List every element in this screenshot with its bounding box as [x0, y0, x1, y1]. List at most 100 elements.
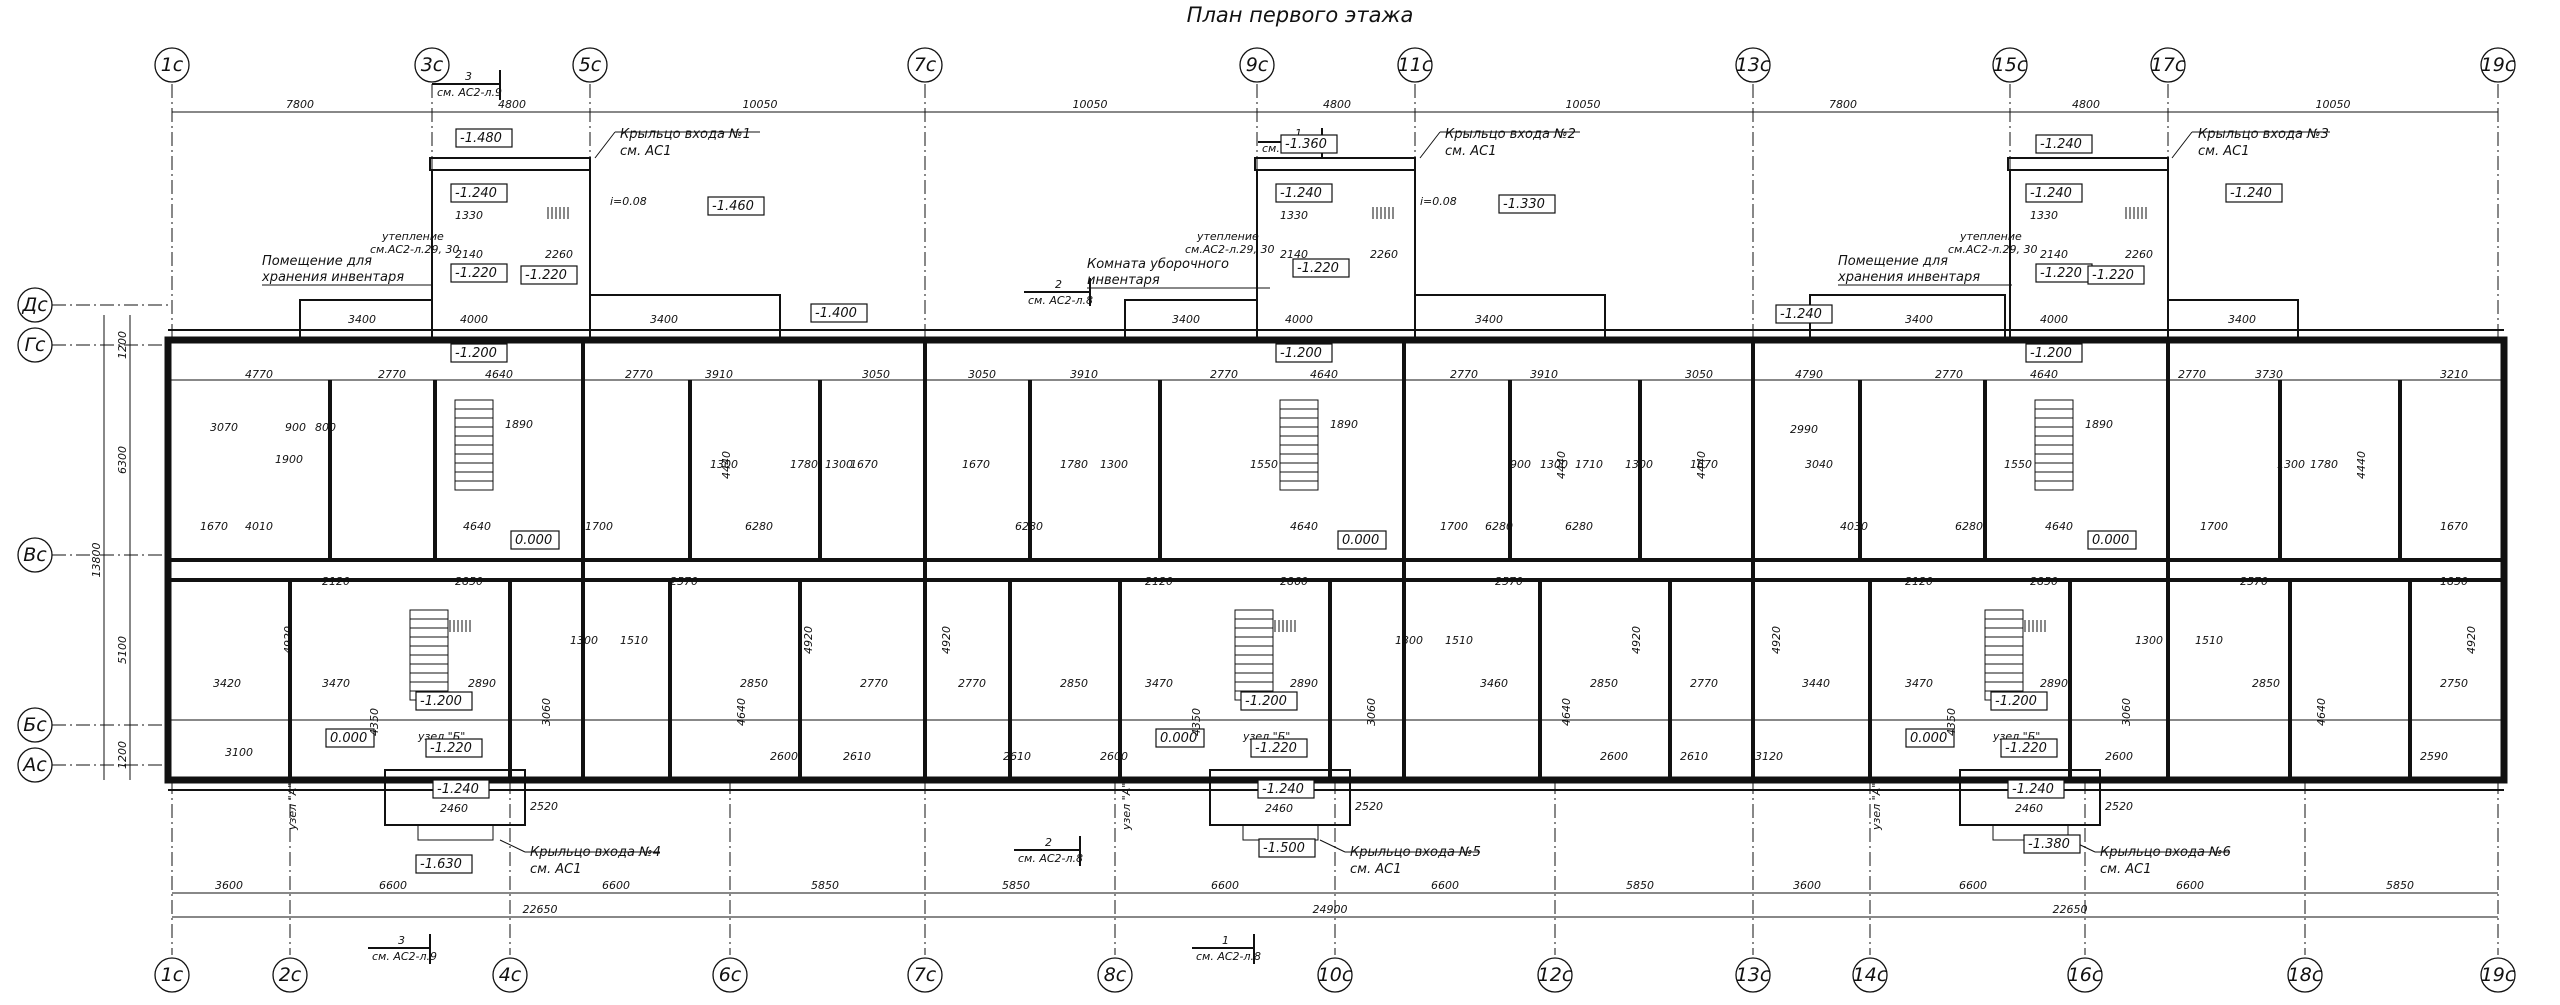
axis-top-2: 5с [579, 54, 602, 76]
room-dim-a13: 3440 [1802, 677, 1830, 690]
room-dim-c1: 6280 [745, 520, 773, 533]
axis-left-1: Гс [24, 334, 46, 356]
room-dim-s6: 2610 [1680, 750, 1708, 763]
room-dim-r12: 3910 [1530, 368, 1558, 381]
room-dim-r8: 3910 [1070, 368, 1098, 381]
axis-bottom-6: 10с [1318, 964, 1353, 986]
room-dim-x10: 1780 [1060, 458, 1088, 471]
room-dim-p5: 3400 [1905, 313, 1933, 326]
room-dim-r7: 3050 [968, 368, 996, 381]
note-node-a-2: узел "А" [1120, 783, 1133, 831]
axis-top-5: 11с [1398, 54, 1433, 76]
room-dim-x19: 3040 [1805, 458, 1833, 471]
room-dim-x35: 1300 [2135, 634, 2163, 647]
room-dim-r19: 3210 [2440, 368, 2468, 381]
level-b1d: -1.630 [420, 857, 462, 872]
room-dim-r13: 3050 [1685, 368, 1713, 381]
room-dim-s10: 2520 [530, 800, 558, 813]
room-dim-r14: 4790 [1795, 368, 1823, 381]
level-marks: -1.480-1.240-1.460-1.220-1.220-1.200-1.3… [325, 128, 2283, 874]
note-insul-3a: утепление [1959, 230, 2022, 243]
room-dim-x44: 1670 [200, 520, 228, 533]
axis-left-3: Бс [23, 714, 47, 736]
note-insul-3b: см.АС2-л.29, 30 [1948, 243, 2038, 256]
axis-bottom-4: 7с [914, 964, 937, 986]
dim-bot-total-3: 22650 [2053, 903, 2088, 916]
level-p1_hall2: -1.220 [525, 268, 567, 283]
room-dim-x39: 3060 [2120, 698, 2133, 726]
room-dim-u8: 2850 [2030, 575, 2058, 588]
level-zero5: 0.000 [1910, 731, 1947, 746]
room-dim-h1: 4440 [720, 451, 733, 479]
level-p2_in: -1.240 [1280, 186, 1322, 201]
level-b3d: -1.380 [2028, 837, 2070, 852]
dim-left-3: 5100 [116, 636, 129, 664]
note-storage-3a: Помещение для [1838, 254, 1948, 269]
dim-bot-11: 6600 [2176, 879, 2204, 892]
room-dim-x33: 1300 [1395, 634, 1423, 647]
room-dim-x12: 1550 [1250, 458, 1278, 471]
porch-callouts: Крыльцо входа №1 см. АС1 Крыльцо входа №… [499, 127, 2330, 877]
room-dim-x26: 6280 [1485, 520, 1513, 533]
section-references: 3 см. АС2-л.9 1 см. АС2-л.8 2 см. АС2-л.… [368, 70, 1327, 964]
room-dim-r3: 4640 [485, 368, 513, 381]
room-dim-u2: 2850 [455, 575, 483, 588]
building-walls [164, 329, 2508, 791]
room-dim-w6: 4920 [2465, 626, 2478, 654]
dim-bot-10: 6600 [1959, 879, 1987, 892]
sec-ref-2-num: 1 [1295, 127, 1302, 140]
room-dim-u4: 2120 [1145, 575, 1173, 588]
note-storage-3b: хранения инвентаря [1837, 270, 1980, 285]
room-dim-x36: 1510 [2195, 634, 2223, 647]
level-p3_hall: -1.220 [2040, 266, 2082, 281]
room-dim-u7: 2120 [1905, 575, 1933, 588]
room-dim-a12: 2770 [1690, 677, 1718, 690]
room-dim-r1: 4770 [245, 368, 273, 381]
porch-5-name: Крыльцо входа №5 [1350, 845, 1481, 860]
room-dim-c9: 1700 [585, 520, 613, 533]
level-p1_side: -1.460 [712, 199, 754, 214]
room-dim-s5: 2600 [1600, 750, 1628, 763]
room-dim-p6: 3400 [2228, 313, 2256, 326]
dim-left-1: 1200 [116, 331, 129, 359]
dim-left-4: 1200 [116, 741, 129, 769]
room-dim-a5: 2770 [860, 677, 888, 690]
room-dim-x40: 4640 [735, 698, 748, 726]
level-zero1: 0.000 [330, 731, 367, 746]
level-p3_in: -1.240 [2030, 186, 2072, 201]
room-dim-w5: 4920 [1770, 626, 1783, 654]
room-dim-a10: 3460 [1480, 677, 1508, 690]
porch-4-ref: см. АС1 [530, 862, 581, 877]
note-insul-1b: см.АС2-л.29, 30 [370, 243, 460, 256]
room-dim-e5: 1330 [1280, 209, 1308, 222]
note-cleaning-b: инвентаря [1087, 273, 1160, 288]
room-dim-e3: 4000 [2040, 313, 2068, 326]
axis-top-1: 3с [421, 54, 444, 76]
axis-left-0: Дс [21, 294, 48, 316]
stair-blocks [299, 157, 2299, 841]
room-dim-x27: 4010 [245, 520, 273, 533]
sec-ref-1-ref: см. АС2-л.9 [437, 86, 502, 99]
room-dim-x8: 1670 [850, 458, 878, 471]
sec-ref-5-ref: см. АС2-л.9 [372, 950, 437, 963]
room-dim-x13: 900 [1510, 458, 1531, 471]
dim-left-2: 6300 [116, 446, 129, 474]
room-dim-w1: 4920 [282, 626, 295, 654]
room-dim-p4: 3400 [1475, 313, 1503, 326]
room-dim-s14: 2520 [2105, 800, 2133, 813]
dim-bot-3: 6600 [602, 879, 630, 892]
dim-bot-5: 5850 [1002, 879, 1030, 892]
level-p1_hall: -1.220 [455, 266, 497, 281]
dim-top-6: 10050 [1566, 98, 1601, 111]
axis-top-9: 19с [2481, 54, 2516, 76]
dim-bot-1: 3600 [215, 879, 243, 892]
dim-bot-4: 5850 [811, 879, 839, 892]
room-dim-s7: 3120 [1755, 750, 1783, 763]
room-dim-u3: 2570 [670, 575, 698, 588]
room-dim-u1: 2120 [322, 575, 350, 588]
level-b3b: -1.220 [2005, 741, 2047, 756]
axis-bottom-0: 1с [161, 964, 184, 986]
room-dim-s8: 2600 [2105, 750, 2133, 763]
